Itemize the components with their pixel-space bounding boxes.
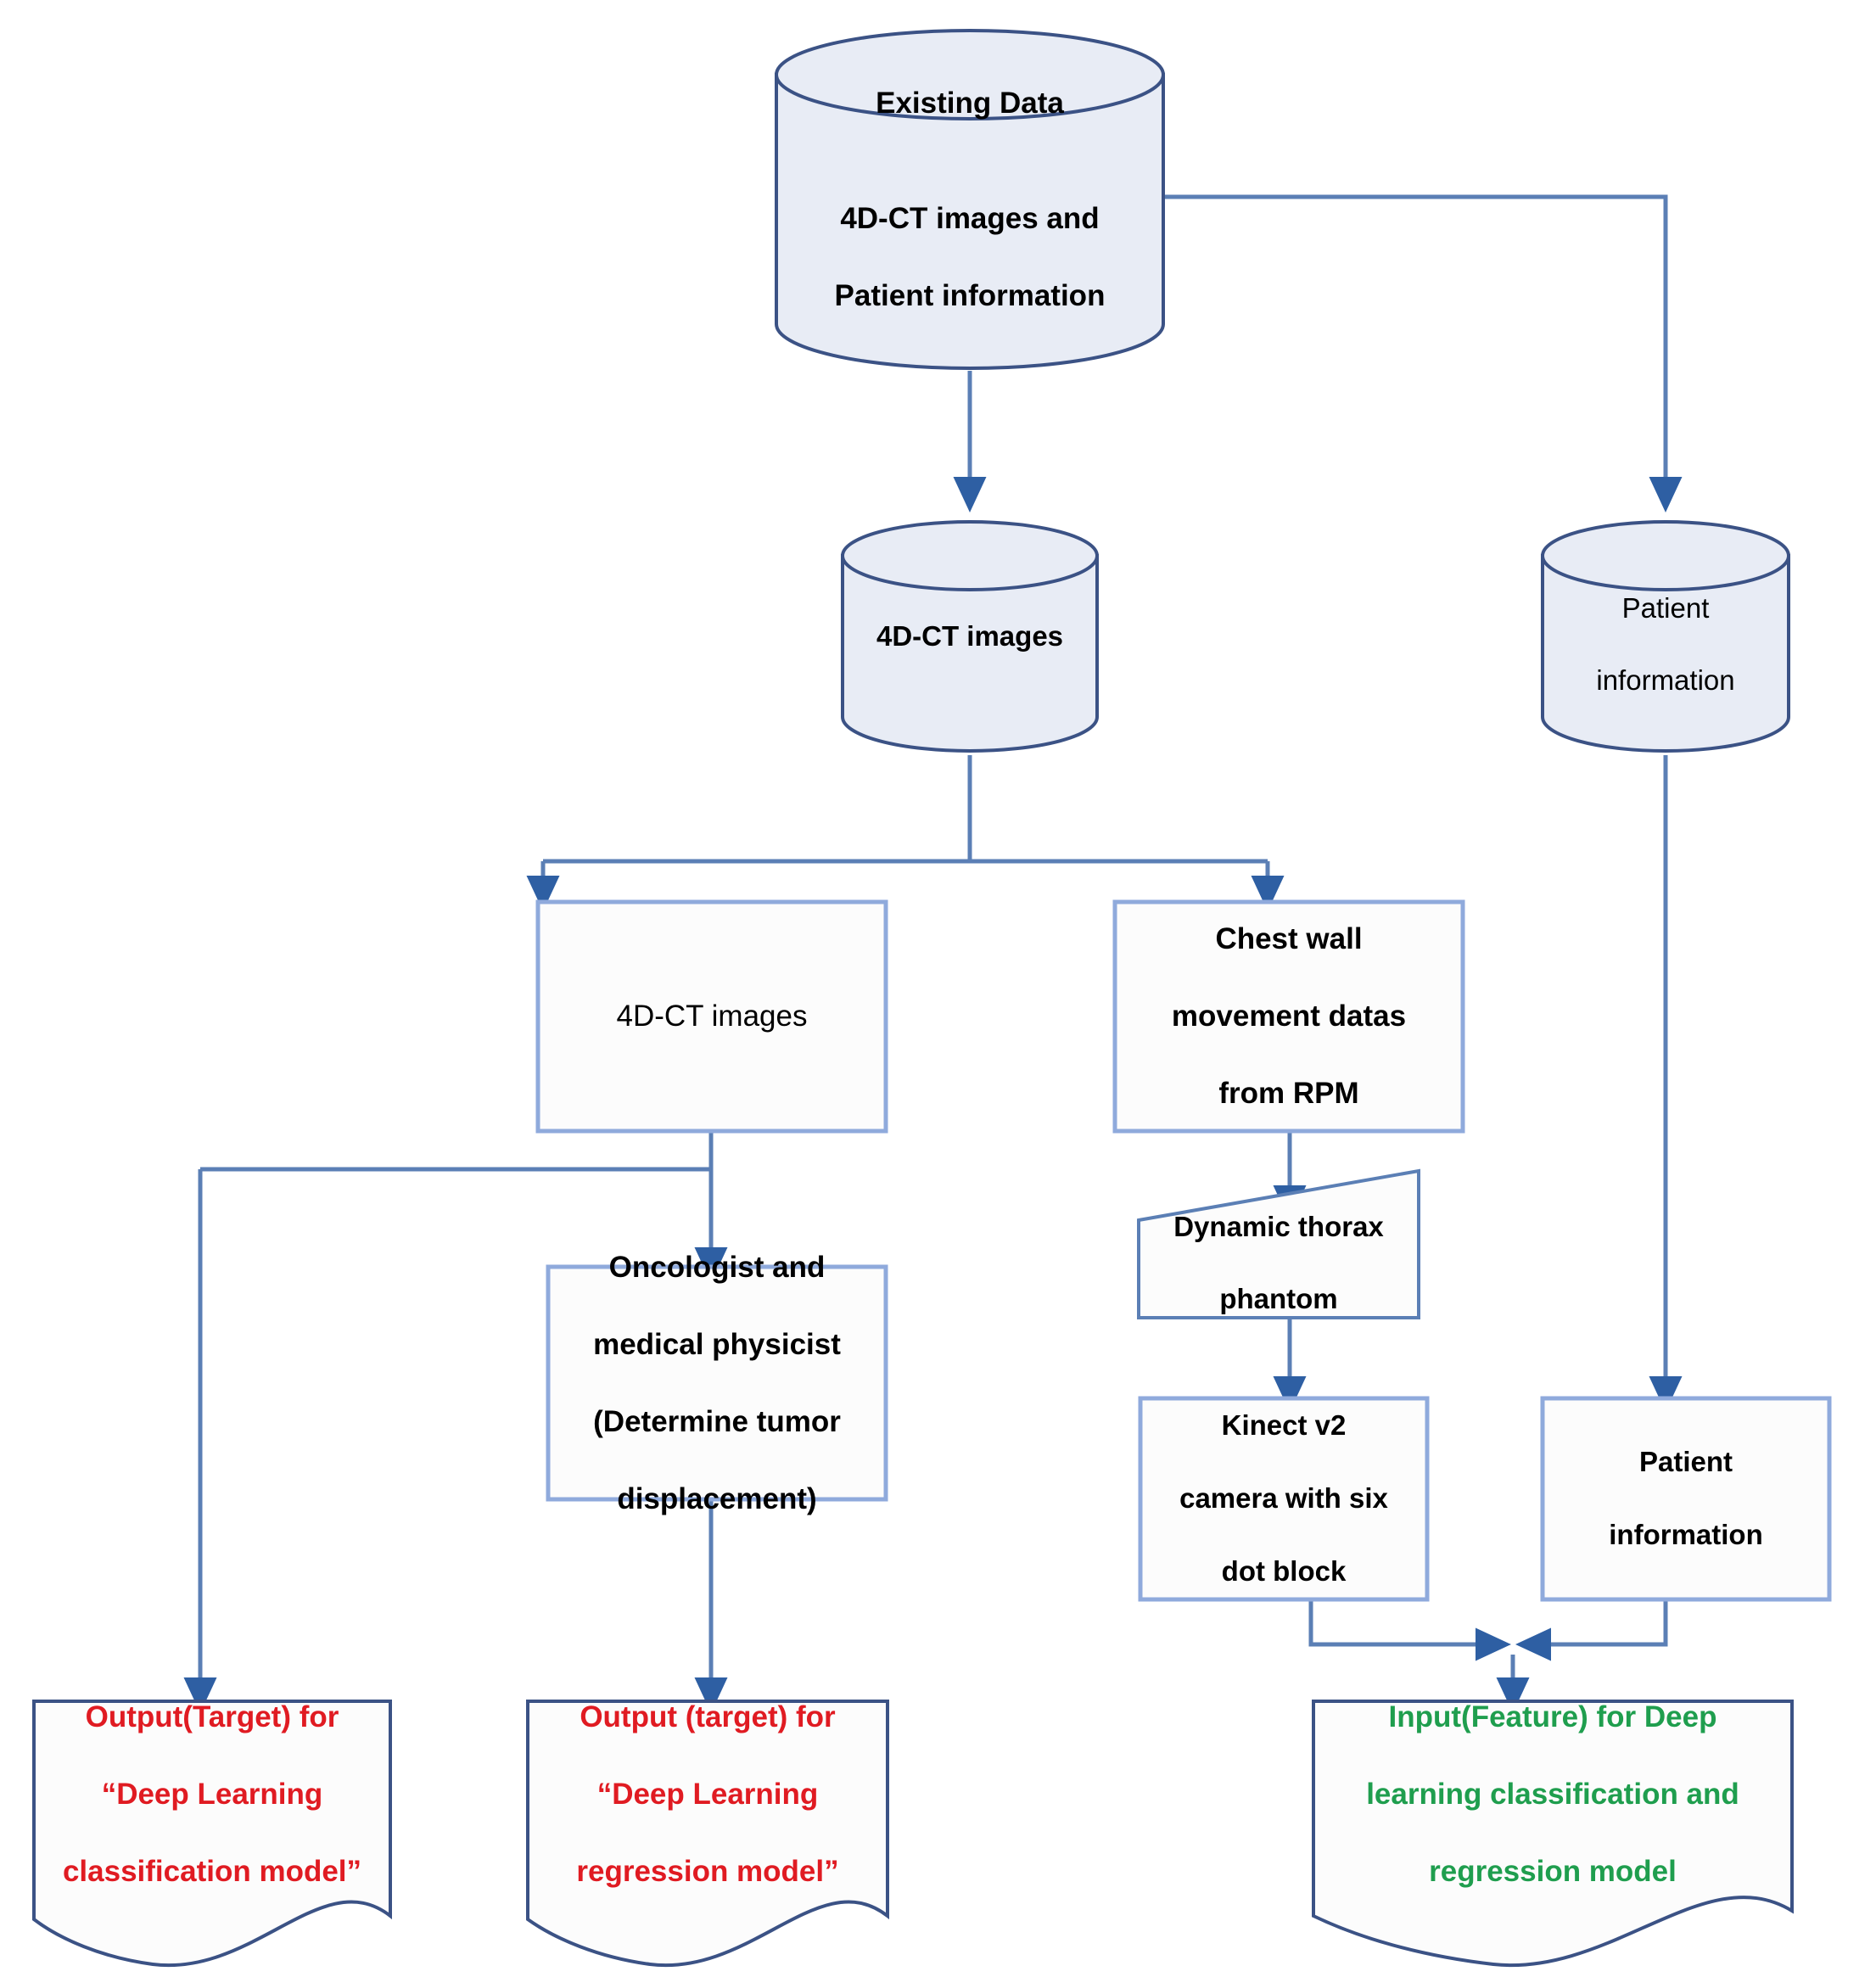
node-oncologist-box[interactable] [546,1264,888,1502]
edge-kinect-to-merge [1308,1599,1512,1661]
node-output-classification[interactable] [32,1700,392,1968]
existing-data-top [775,29,1165,120]
existing-data-body [775,73,1165,370]
node-ct-box[interactable] [535,899,888,1134]
ct-cylinder-body [841,554,1099,753]
connector-group [183,194,1683,1714]
node-existing-data[interactable] [775,29,1165,370]
edge-patientbox-to-merge [1515,1599,1668,1661]
node-phantom-box[interactable] [1137,1168,1420,1319]
patient-cylinder-top [1541,520,1790,591]
node-kinect-box[interactable] [1138,1396,1430,1602]
patient-cylinder-body [1541,554,1790,753]
node-ct-cylinder[interactable] [841,520,1099,753]
node-chest-wall-box[interactable] [1112,899,1465,1134]
node-patient-box[interactable] [1540,1396,1832,1602]
node-input-feature[interactable] [1312,1700,1794,1968]
edge-existing-to-patient [1161,194,1683,513]
node-patient-cylinder[interactable] [1541,520,1790,753]
ct-cylinder-top [841,520,1099,591]
node-output-regression[interactable] [526,1700,889,1968]
